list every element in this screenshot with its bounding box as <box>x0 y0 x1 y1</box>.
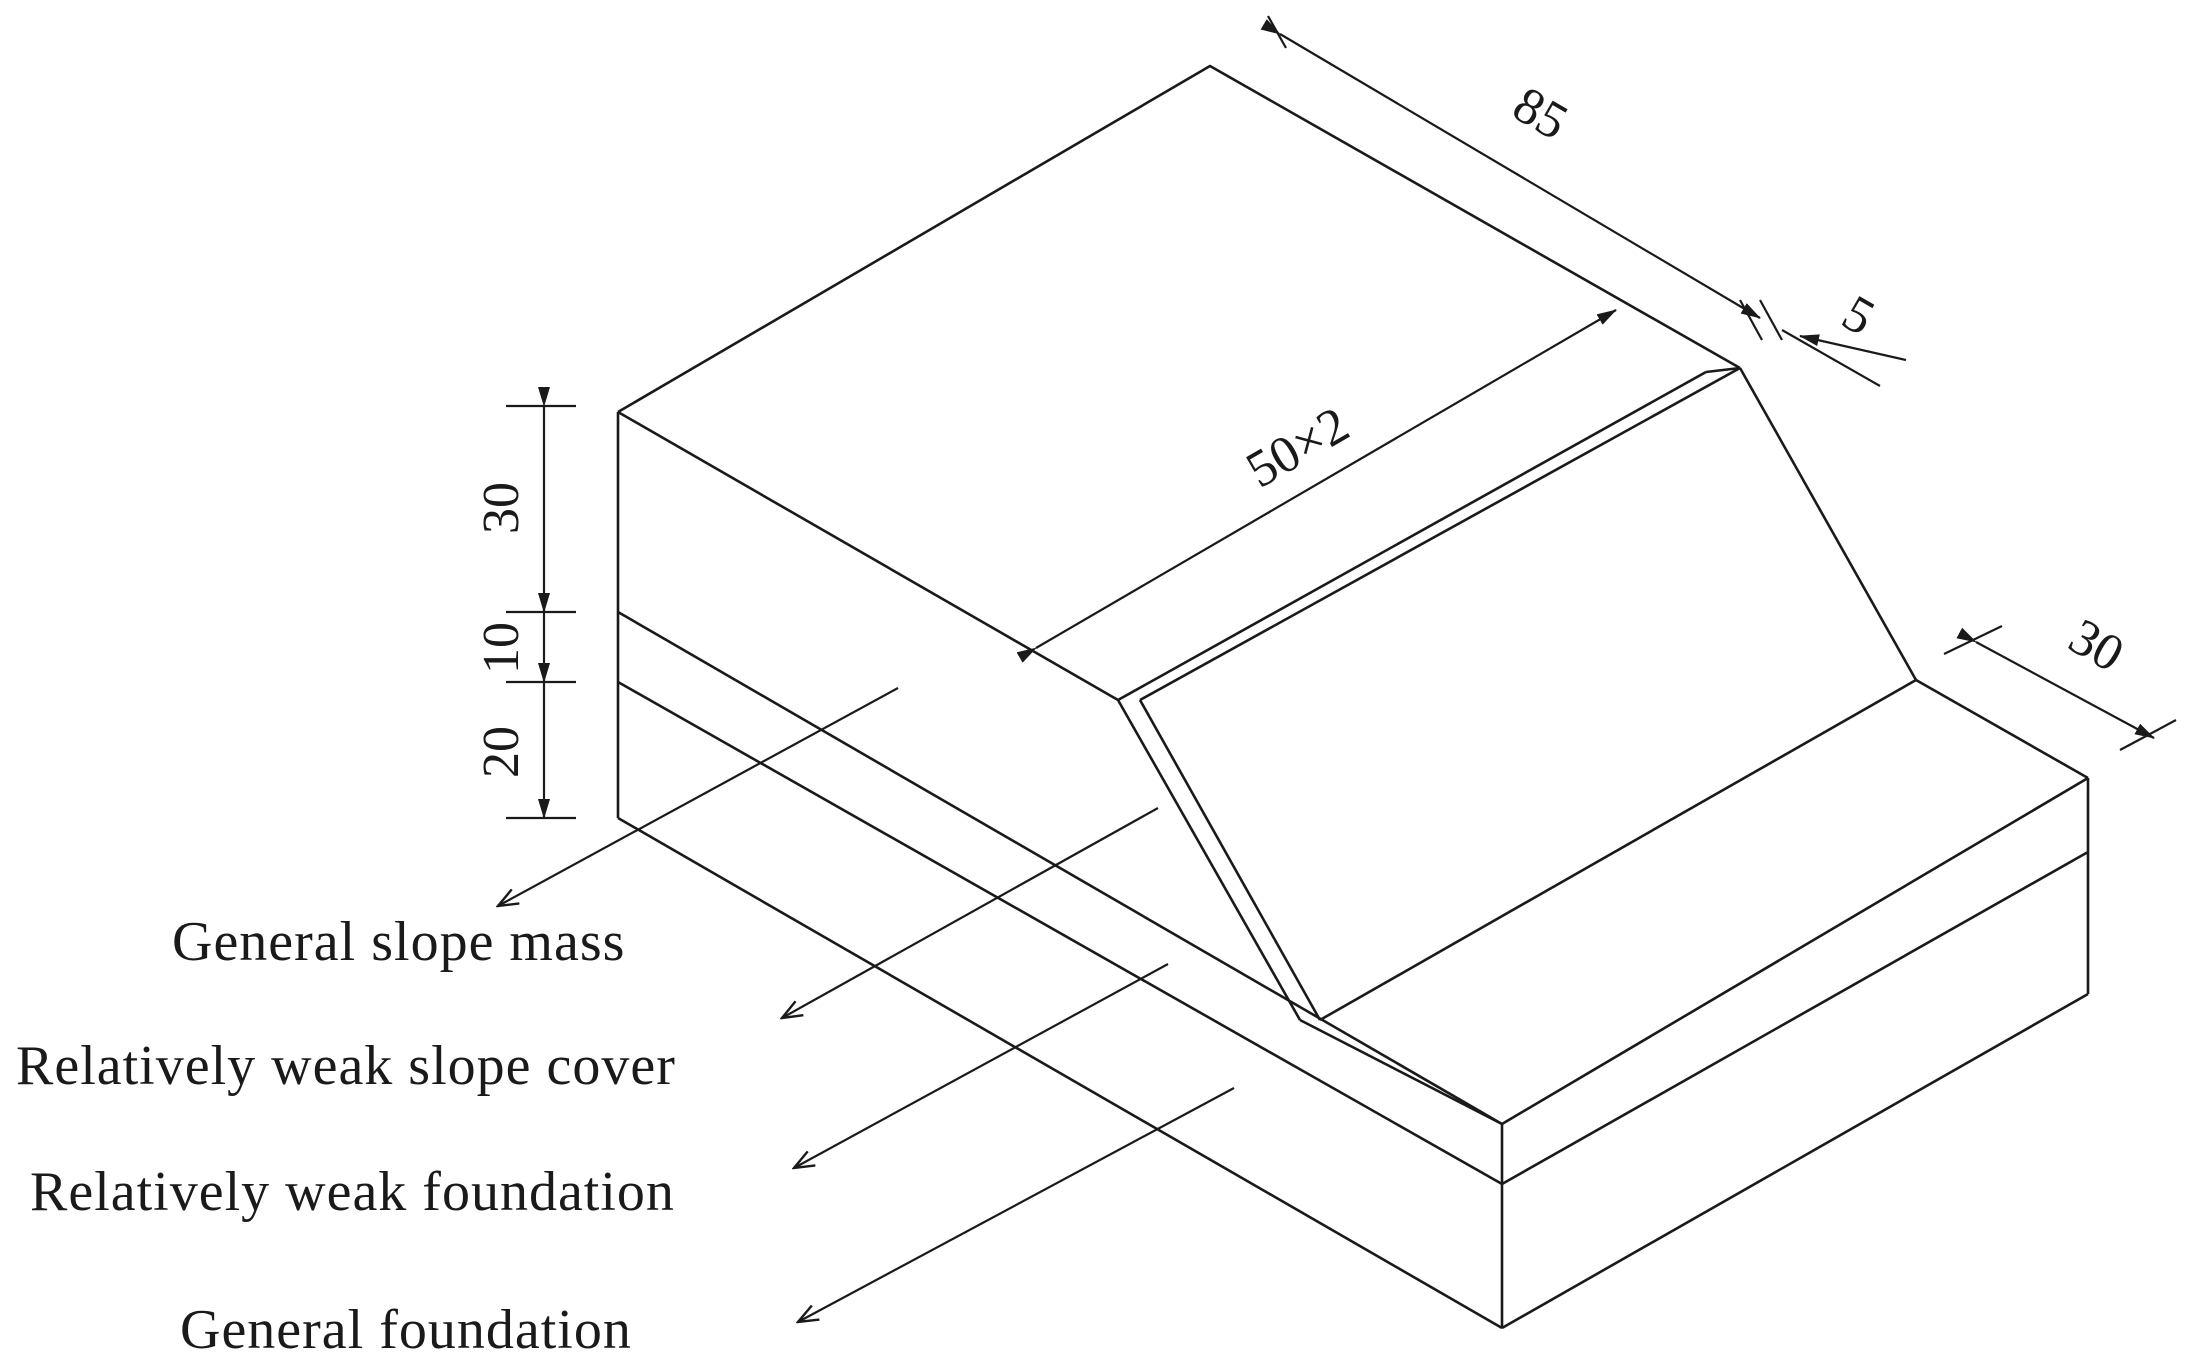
dimension-5: 5 <box>1781 285 1907 387</box>
layer-line-general-foundation-top <box>617 680 2089 1186</box>
dimension-5-text: 5 <box>1833 285 1884 347</box>
platform-front-edge <box>1299 1018 1503 1126</box>
left-front-face <box>618 412 1502 1328</box>
layer-labels: General slope mass Relatively weak slope… <box>16 911 676 1361</box>
leader-general-slope-mass <box>498 687 899 906</box>
dimension-30-toe-text: 30 <box>2059 608 2133 683</box>
leader-weak-foundation <box>794 963 1169 1168</box>
bottom-right-edge <box>1501 992 2089 1330</box>
label-general-slope-mass: General slope mass <box>172 911 625 973</box>
slope-right-edge <box>1738 367 1918 681</box>
dimension-heights: 30 10 20 <box>473 387 576 820</box>
platform-right-top-edge <box>1501 776 2089 1126</box>
label-general-foundation: General foundation <box>180 1299 632 1361</box>
right-front-face <box>1502 778 2088 1328</box>
leader-general-foundation <box>798 1087 1235 1322</box>
layer-line-weak-foundation-top <box>617 610 1503 1126</box>
platform-top-face <box>1320 680 2088 1124</box>
slope-model-block <box>616 64 2090 1330</box>
slope-face <box>1140 368 1916 1020</box>
dimension-30-height-text: 30 <box>473 482 530 534</box>
dimension-85-text: 85 <box>1503 76 1577 151</box>
bottom-front-edge <box>617 816 1503 1330</box>
crest-step-back <box>1705 366 1741 374</box>
slope-cover-outer-edge <box>1116 699 1302 1021</box>
slope-cover-inner-edge <box>1138 699 1322 1021</box>
leader-weak-slope-cover <box>782 807 1159 1018</box>
dimension-10-height-text: 10 <box>473 622 530 674</box>
dimension-20-height-text: 20 <box>473 726 530 778</box>
leader-lines <box>498 687 1235 1322</box>
label-weak-slope-cover: Relatively weak slope cover <box>16 1035 676 1097</box>
label-weak-foundation: Relatively weak foundation <box>30 1161 675 1223</box>
toe-edge <box>1319 678 1917 1022</box>
